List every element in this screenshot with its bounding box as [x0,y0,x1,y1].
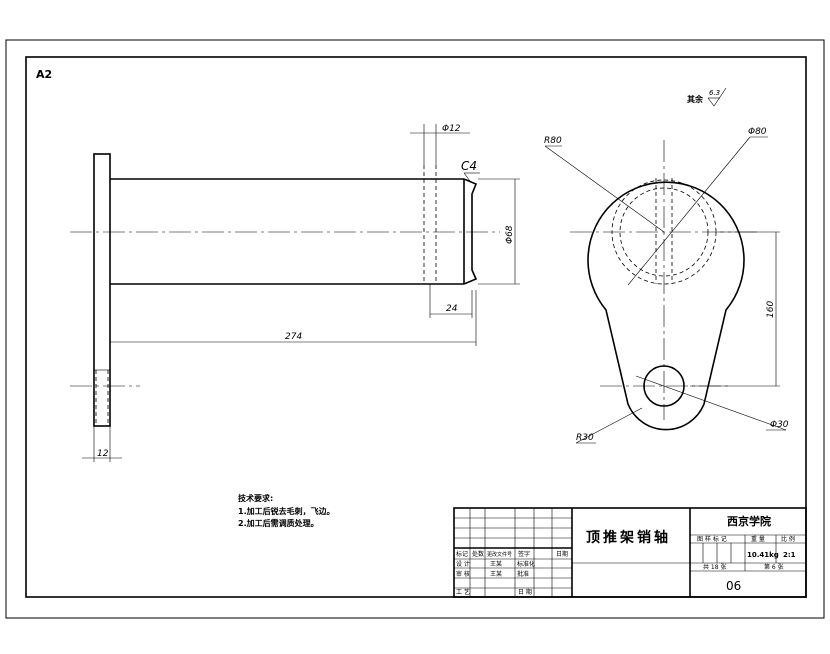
chamfer-end [463,178,478,285]
role-reviewer: 审 核 [456,570,470,578]
std-label: 标准化 [517,560,535,568]
title-block: 标记 处数 更改文件号 签字 日期 设 计 王某 标准化 审 核 王某 批准 工… [453,507,807,598]
approve-label: 批准 [517,570,529,578]
total-sheets: 共 18 张 [703,563,726,571]
roughness-check-icon [707,87,727,107]
roughness-label: 其余 [687,94,704,104]
scale-header: 比 例 [781,535,795,543]
technical-notes: 技术要求: 1.加工后锐去毛刺，飞边。 2.加工后需调质处理。 [238,493,335,528]
note-2: 2.加工后需调质处理。 [238,518,319,528]
notes-heading: 技术要求: [238,493,273,503]
date-label: 日 期 [518,588,532,596]
roughness-symbol: 其余 6.3 [687,87,727,107]
designer-name: 王某 [490,561,502,568]
outer-border [5,39,825,619]
roughness-value: 6.3 [709,89,720,97]
role-designer: 设 计 [456,560,470,568]
dim-160: 160 [766,301,776,318]
dim-phi68: Φ68 [505,225,515,244]
sheet-number: 第 6 张 [764,563,784,571]
drawing-number: 06 [726,579,741,593]
dim-r80: R80 [544,136,562,146]
dim-274: 274 [285,332,302,342]
stage-header: 图 样 标 记 [697,535,727,543]
note-1: 1.加工后锐去毛刺，飞边。 [238,506,335,516]
dim-r30: R30 [576,433,594,443]
dim-12: 12 [97,449,109,459]
rev-header-mark: 标记 [456,550,468,558]
sheet-size-label: A2 [36,68,52,81]
lever-side-view: R80 Φ80 160 R30 Φ30 [544,127,789,444]
rev-header-sign: 签字 [518,550,530,558]
scale-value: 2:1 [783,551,796,559]
part-name: 顶推架销轴 [586,529,671,546]
reviewer-name: 王某 [490,571,502,578]
dim-24: 24 [446,304,458,314]
dim-phi30: Φ30 [770,420,789,430]
weight-header: 重 量 [751,535,765,543]
dim-phi80: Φ80 [748,127,767,137]
pin-front-view: Φ12 C4 Φ68 24 274 12 [70,124,520,462]
school-name: 西京学院 [727,514,771,528]
dim-c4: C4 [461,159,477,173]
weight-value: 10.41kg [747,551,779,559]
role-process: 工 艺 [456,588,470,596]
inner-frame [25,56,807,598]
lever-outline [587,181,745,431]
flange-plate [93,153,111,427]
rev-header-date: 日期 [556,550,568,558]
rev-header-count: 处数 [472,550,484,558]
dim-phi12: Φ12 [442,124,461,134]
rev-header-file: 更改文件号 [487,551,512,558]
